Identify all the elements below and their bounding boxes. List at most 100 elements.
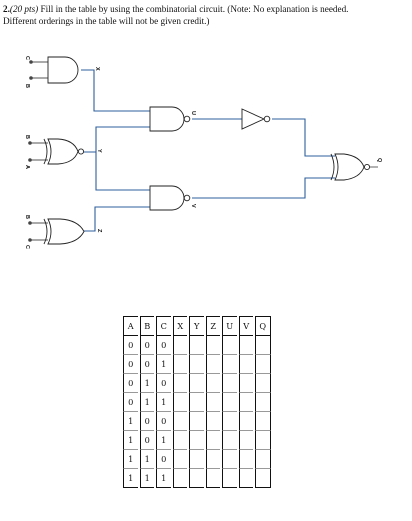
cell-c: 1 bbox=[156, 355, 171, 374]
nand-gate-u bbox=[149, 106, 191, 132]
cell-u[interactable] bbox=[222, 374, 237, 393]
cell-q[interactable] bbox=[255, 469, 271, 488]
cell-v[interactable] bbox=[238, 412, 253, 431]
cell-b: 1 bbox=[139, 374, 154, 393]
cell-q[interactable] bbox=[255, 355, 271, 374]
cell-v[interactable] bbox=[238, 393, 253, 412]
label-q: Q bbox=[376, 158, 382, 163]
xor-gate-z bbox=[43, 218, 85, 245]
wire-y bbox=[83, 126, 150, 191]
cell-v[interactable] bbox=[238, 374, 253, 393]
cell-b: 0 bbox=[139, 355, 154, 374]
label-input-b-3: B bbox=[24, 215, 30, 219]
cell-y[interactable] bbox=[189, 355, 204, 374]
label-input-c-3: C bbox=[24, 245, 30, 249]
cell-z[interactable] bbox=[205, 374, 220, 393]
cell-q[interactable] bbox=[255, 431, 271, 450]
cell-z[interactable] bbox=[205, 469, 220, 488]
cell-y[interactable] bbox=[189, 412, 204, 431]
cell-x[interactable] bbox=[172, 393, 187, 412]
combinational-circuit-diagram: C B B A B C X Y Z U V Q bbox=[24, 56, 382, 249]
label-input-b-2: B bbox=[24, 135, 30, 139]
cell-z[interactable] bbox=[205, 336, 220, 355]
cell-y[interactable] bbox=[189, 431, 204, 450]
cell-a: 1 bbox=[123, 469, 138, 488]
cell-z[interactable] bbox=[205, 450, 220, 469]
cell-z[interactable] bbox=[205, 355, 220, 374]
cell-a: 0 bbox=[123, 393, 138, 412]
cell-u[interactable] bbox=[222, 469, 237, 488]
cell-c: 0 bbox=[156, 450, 171, 469]
question-points: (20 pts) bbox=[9, 4, 39, 14]
header-q: Q bbox=[255, 316, 271, 336]
label-u: U bbox=[190, 111, 196, 115]
cell-b: 1 bbox=[139, 450, 154, 469]
question-text: 2.(20 pts) Fill in the table by using th… bbox=[3, 3, 407, 27]
cell-q[interactable] bbox=[255, 336, 271, 355]
cell-q[interactable] bbox=[255, 374, 271, 393]
cell-a: 0 bbox=[123, 336, 138, 355]
cell-z[interactable] bbox=[205, 393, 220, 412]
cell-u[interactable] bbox=[222, 336, 237, 355]
cell-a: 1 bbox=[123, 450, 138, 469]
cell-x[interactable] bbox=[172, 431, 187, 450]
label-input-a-2: A bbox=[24, 165, 30, 169]
cell-x[interactable] bbox=[172, 412, 187, 431]
header-a: A bbox=[123, 316, 138, 336]
cell-v[interactable] bbox=[238, 469, 253, 488]
wire-v bbox=[192, 177, 335, 199]
cell-z[interactable] bbox=[205, 431, 220, 450]
cell-q[interactable] bbox=[255, 393, 271, 412]
header-u: U bbox=[222, 316, 237, 336]
cell-y[interactable] bbox=[189, 393, 204, 412]
cell-a: 1 bbox=[123, 412, 138, 431]
cell-u[interactable] bbox=[222, 412, 237, 431]
cell-u[interactable] bbox=[222, 431, 237, 450]
cell-x[interactable] bbox=[172, 336, 187, 355]
cell-v[interactable] bbox=[238, 450, 253, 469]
cell-v[interactable] bbox=[238, 431, 253, 450]
xnor-gate-q bbox=[330, 153, 371, 181]
header-y: Y bbox=[189, 316, 204, 336]
cell-b: 1 bbox=[139, 469, 154, 488]
circuit-wires bbox=[30, 61, 378, 241]
not-gate bbox=[241, 108, 271, 130]
cell-u[interactable] bbox=[222, 355, 237, 374]
cell-z[interactable] bbox=[205, 412, 220, 431]
cell-c: 1 bbox=[156, 469, 171, 488]
cell-x[interactable] bbox=[172, 355, 187, 374]
cell-u[interactable] bbox=[222, 450, 237, 469]
cell-y[interactable] bbox=[189, 469, 204, 488]
label-input-b-1: B bbox=[24, 84, 30, 88]
cell-a: 0 bbox=[123, 355, 138, 374]
cell-x[interactable] bbox=[172, 469, 187, 488]
cell-u[interactable] bbox=[222, 393, 237, 412]
input-terminals bbox=[28, 60, 33, 242]
cell-v[interactable] bbox=[238, 355, 253, 374]
label-x: X bbox=[94, 67, 100, 71]
header-z: Z bbox=[205, 316, 220, 336]
cell-y[interactable] bbox=[189, 450, 204, 469]
cell-c: 0 bbox=[156, 336, 171, 355]
cell-v[interactable] bbox=[238, 336, 253, 355]
cell-x[interactable] bbox=[172, 450, 187, 469]
cell-q[interactable] bbox=[255, 412, 271, 431]
cell-y[interactable] bbox=[189, 374, 204, 393]
cell-c: 0 bbox=[156, 374, 171, 393]
cell-b: 0 bbox=[139, 412, 154, 431]
truth-table-header: A B C X Y Z U V Q bbox=[123, 316, 271, 336]
cell-y[interactable] bbox=[189, 336, 204, 355]
wire-z bbox=[84, 206, 150, 232]
header-v: V bbox=[238, 316, 253, 336]
cell-x[interactable] bbox=[172, 374, 187, 393]
header-x: X bbox=[172, 316, 187, 336]
cell-q[interactable] bbox=[255, 450, 271, 469]
